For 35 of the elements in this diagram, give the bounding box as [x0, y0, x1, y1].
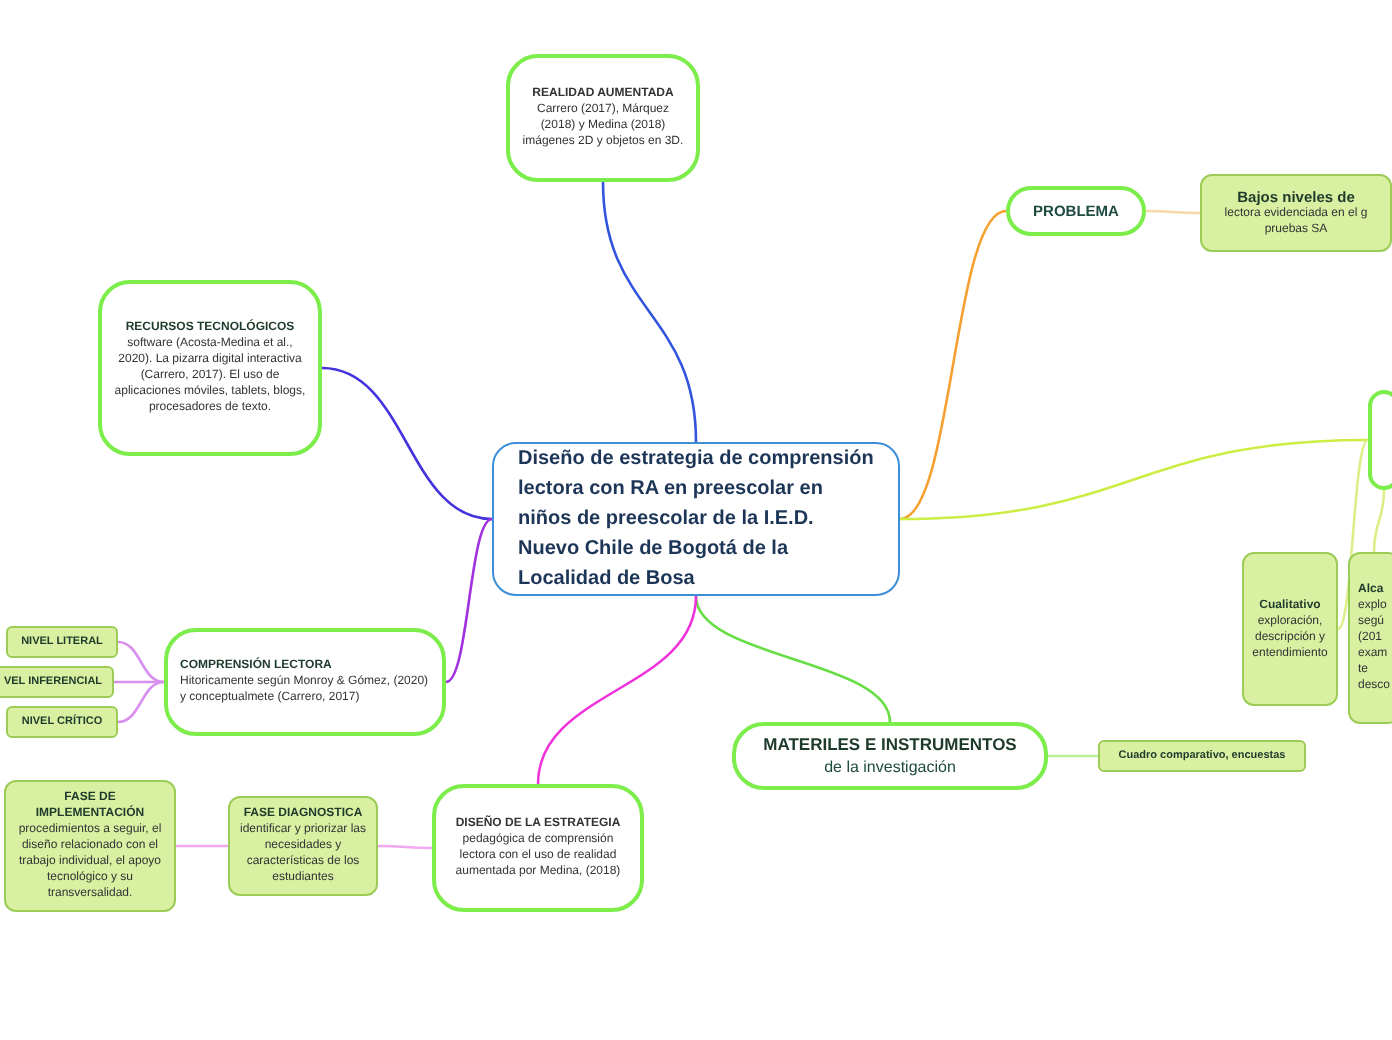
- subtopic-box: [1242, 552, 1338, 706]
- connector-line: [694, 595, 892, 723]
- central-topic-box: [492, 442, 900, 596]
- subtopic-box: [6, 626, 118, 658]
- connector-line: [899, 209, 1007, 521]
- connector-line: [1048, 754, 1098, 758]
- connector-line: [176, 844, 228, 848]
- topic-box: [432, 784, 644, 912]
- topic-box: [98, 280, 322, 456]
- topic-box: [732, 722, 1048, 790]
- subtopic-box: [4, 780, 176, 912]
- subtopic-box: [0, 666, 114, 698]
- connector-line: [378, 844, 432, 850]
- subtopic-box: [228, 796, 378, 896]
- subtopic-box: [1348, 552, 1392, 724]
- connector-line: [899, 438, 1369, 521]
- topic-box: [1006, 186, 1146, 236]
- topic-box: [164, 628, 446, 736]
- connector-line: [445, 517, 493, 684]
- connector-line: [601, 181, 698, 443]
- connector-line: [117, 680, 165, 724]
- connector-line: [321, 366, 493, 521]
- topic-text: de la investigación: [822, 756, 958, 778]
- topic-text: Diseño de estrategia de comprensión lectora con RA en preescolar en niños de preescolar de la I.E.D. Nuevo Chile de Bogotá de la Localidad de Bosa: [518, 446, 874, 594]
- topic-box: [506, 54, 700, 182]
- connector-line: [1146, 209, 1200, 215]
- connector-line: [536, 595, 698, 785]
- connector-line: [117, 640, 165, 684]
- subtopic-box: [6, 706, 118, 738]
- subtopic-box: [1200, 174, 1392, 252]
- topic-box: [1368, 390, 1392, 490]
- subtopic-box: [1098, 740, 1306, 772]
- connector-line: [114, 680, 164, 684]
- topic-heading: MATERILES E INSTRUMENTOS: [761, 734, 1019, 756]
- connector-line: [1372, 489, 1386, 553]
